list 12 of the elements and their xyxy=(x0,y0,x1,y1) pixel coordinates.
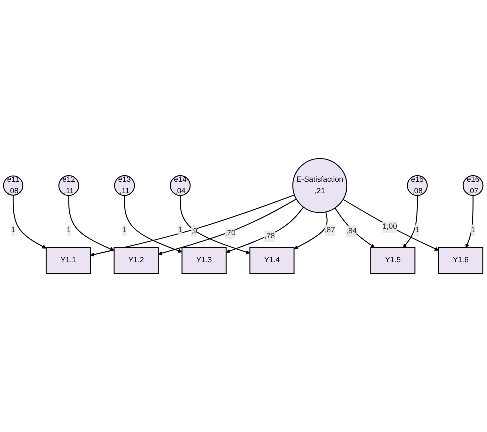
arrow xyxy=(124,195,182,253)
arrow xyxy=(180,195,250,254)
arrow xyxy=(158,198,298,256)
arrow xyxy=(403,195,418,248)
arrow xyxy=(466,195,474,248)
arrow xyxy=(342,198,440,251)
arrow xyxy=(68,195,115,251)
arrow xyxy=(334,208,376,248)
arrow xyxy=(12,194,47,249)
arrow xyxy=(226,206,304,254)
arrow xyxy=(294,211,328,250)
arrow xyxy=(90,194,296,257)
